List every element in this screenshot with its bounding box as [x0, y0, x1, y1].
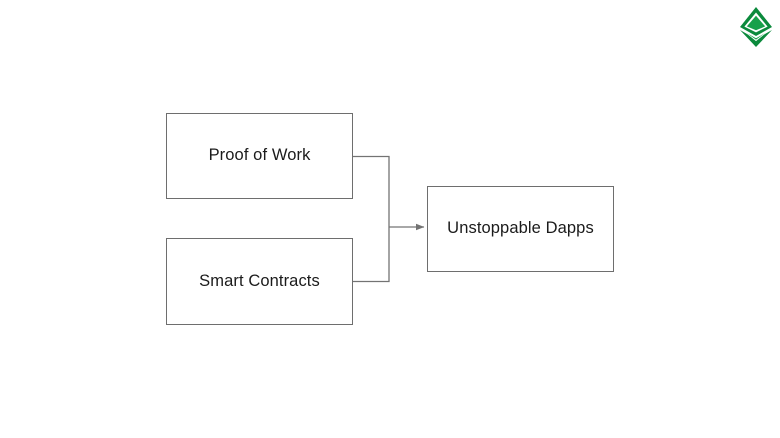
edge-smart-contracts-to-dapps [353, 227, 390, 283]
node-unstoppable-dapps[interactable]: Unstoppable Dapps [427, 186, 614, 272]
edge-proof-of-work-to-dapps [353, 155, 390, 227]
node-proof-of-work-label: Proof of Work [208, 146, 311, 165]
node-unstoppable-dapps-label: Unstoppable Dapps [447, 219, 594, 238]
node-proof-of-work[interactable]: Proof of Work [166, 113, 353, 199]
node-smart-contracts-label: Smart Contracts [199, 271, 320, 290]
node-smart-contracts[interactable]: Smart Contracts [166, 238, 353, 325]
ethereum-classic-logo-icon [740, 7, 772, 47]
